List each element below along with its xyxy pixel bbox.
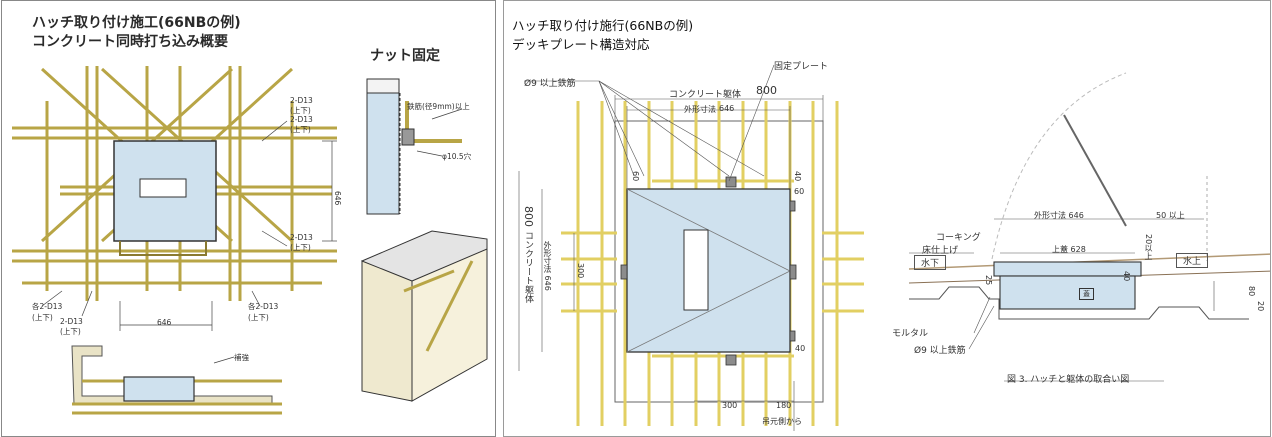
right-plan-drawing [518,64,1270,431]
label-d60-b: 60 [794,187,805,196]
label-ul1: 2-D13 (上下) [290,96,313,115]
section-caption: 図 3. ハッチと躯体の取合い図 [1007,375,1130,385]
label-d180: 180 [776,401,792,410]
label-outer-h: 外形寸法 [684,105,716,114]
section-outer: 外形寸法 646 [1034,211,1084,220]
label-rebar9: Ø9 以上鉄筋 [524,79,576,89]
label-d40-b: 40 [795,344,806,353]
section-d20: 20 [1256,301,1265,312]
label-concrete-v-val: 800 [522,206,535,227]
left-rebar-drawing [12,66,488,415]
section-water-high: 水上 [1176,253,1209,268]
hatch-opening [139,178,187,198]
label-d40-a: 40 [793,171,802,182]
hatch-opening-plan [683,229,709,311]
label-concrete-h-val: 800 [756,84,777,97]
nut-fix-title: ナット固定 [370,48,440,64]
left-title-2: コンクリート同時打ち込み概要 [32,34,228,50]
section-water-low: 水下 [914,255,947,270]
section-d40: 40 [1122,271,1131,282]
label-concrete-v: コンクリート躯体 [523,231,533,303]
label-rebar: 鉄筋(径9mm)以上 [407,102,470,111]
label-hole: φ10.5穴 [442,152,472,161]
section-rebar9: Ø9 以上鉄筋 [914,346,966,356]
label-rb1: 各2-D13 (上下) [248,302,279,322]
right-panel: ハッチ取り付け施行(66NBの例) デッキプレート構造対応 [503,0,1271,437]
section-mortar: モルタル [892,329,929,339]
label-concrete-h: コンクリート躯体 [669,90,742,100]
section-floor: 床仕上げ [922,246,959,256]
section-lid-mark: 蓋 [1079,288,1094,300]
label-outer-h-val: 646 [719,104,735,113]
right-title-2: デッキプレート構造対応 [512,37,650,52]
label-ul2: 2-D13 (上下) [290,115,313,134]
label-anchor: 補強 [234,353,249,362]
label-lb1: 各2-D13 (上下) [32,302,63,322]
label-lb2: 2-D13 (上下) [60,317,83,336]
label-d300-v: 300 [576,263,585,279]
label-fix-plate: 固定プレート [774,62,829,72]
section-d25: 25 [984,275,993,286]
section-over50: 50 以上 [1156,211,1185,220]
section-caulk: コーキング [936,233,981,243]
section-inner: 上蓋 628 [1052,245,1086,254]
left-title-1: ハッチ取り付け施工(66NBの例) [32,15,241,31]
section-min20: 20以上 [1144,234,1153,261]
label-from-hinge: 吊元側から [762,417,802,426]
right-title-1: ハッチ取り付け施行(66NBの例) [512,18,694,33]
section-hatch [123,376,195,402]
section-hatch-body [999,275,1136,310]
left-panel: ハッチ取り付け施工(66NBの例) コンクリート同時打ち込み概要 ナット固定 [1,0,496,437]
section-d80: 80 [1247,286,1256,297]
label-outer-v: 外形寸法 646 [543,241,552,291]
dim-horizontal: 646 [157,318,172,327]
label-d300-h: 300 [722,401,738,410]
dim-vertical: 646 [333,191,342,206]
label-d60-a: 60 [631,171,640,182]
label-rb-a: 2-D13 (上下) [290,233,313,252]
